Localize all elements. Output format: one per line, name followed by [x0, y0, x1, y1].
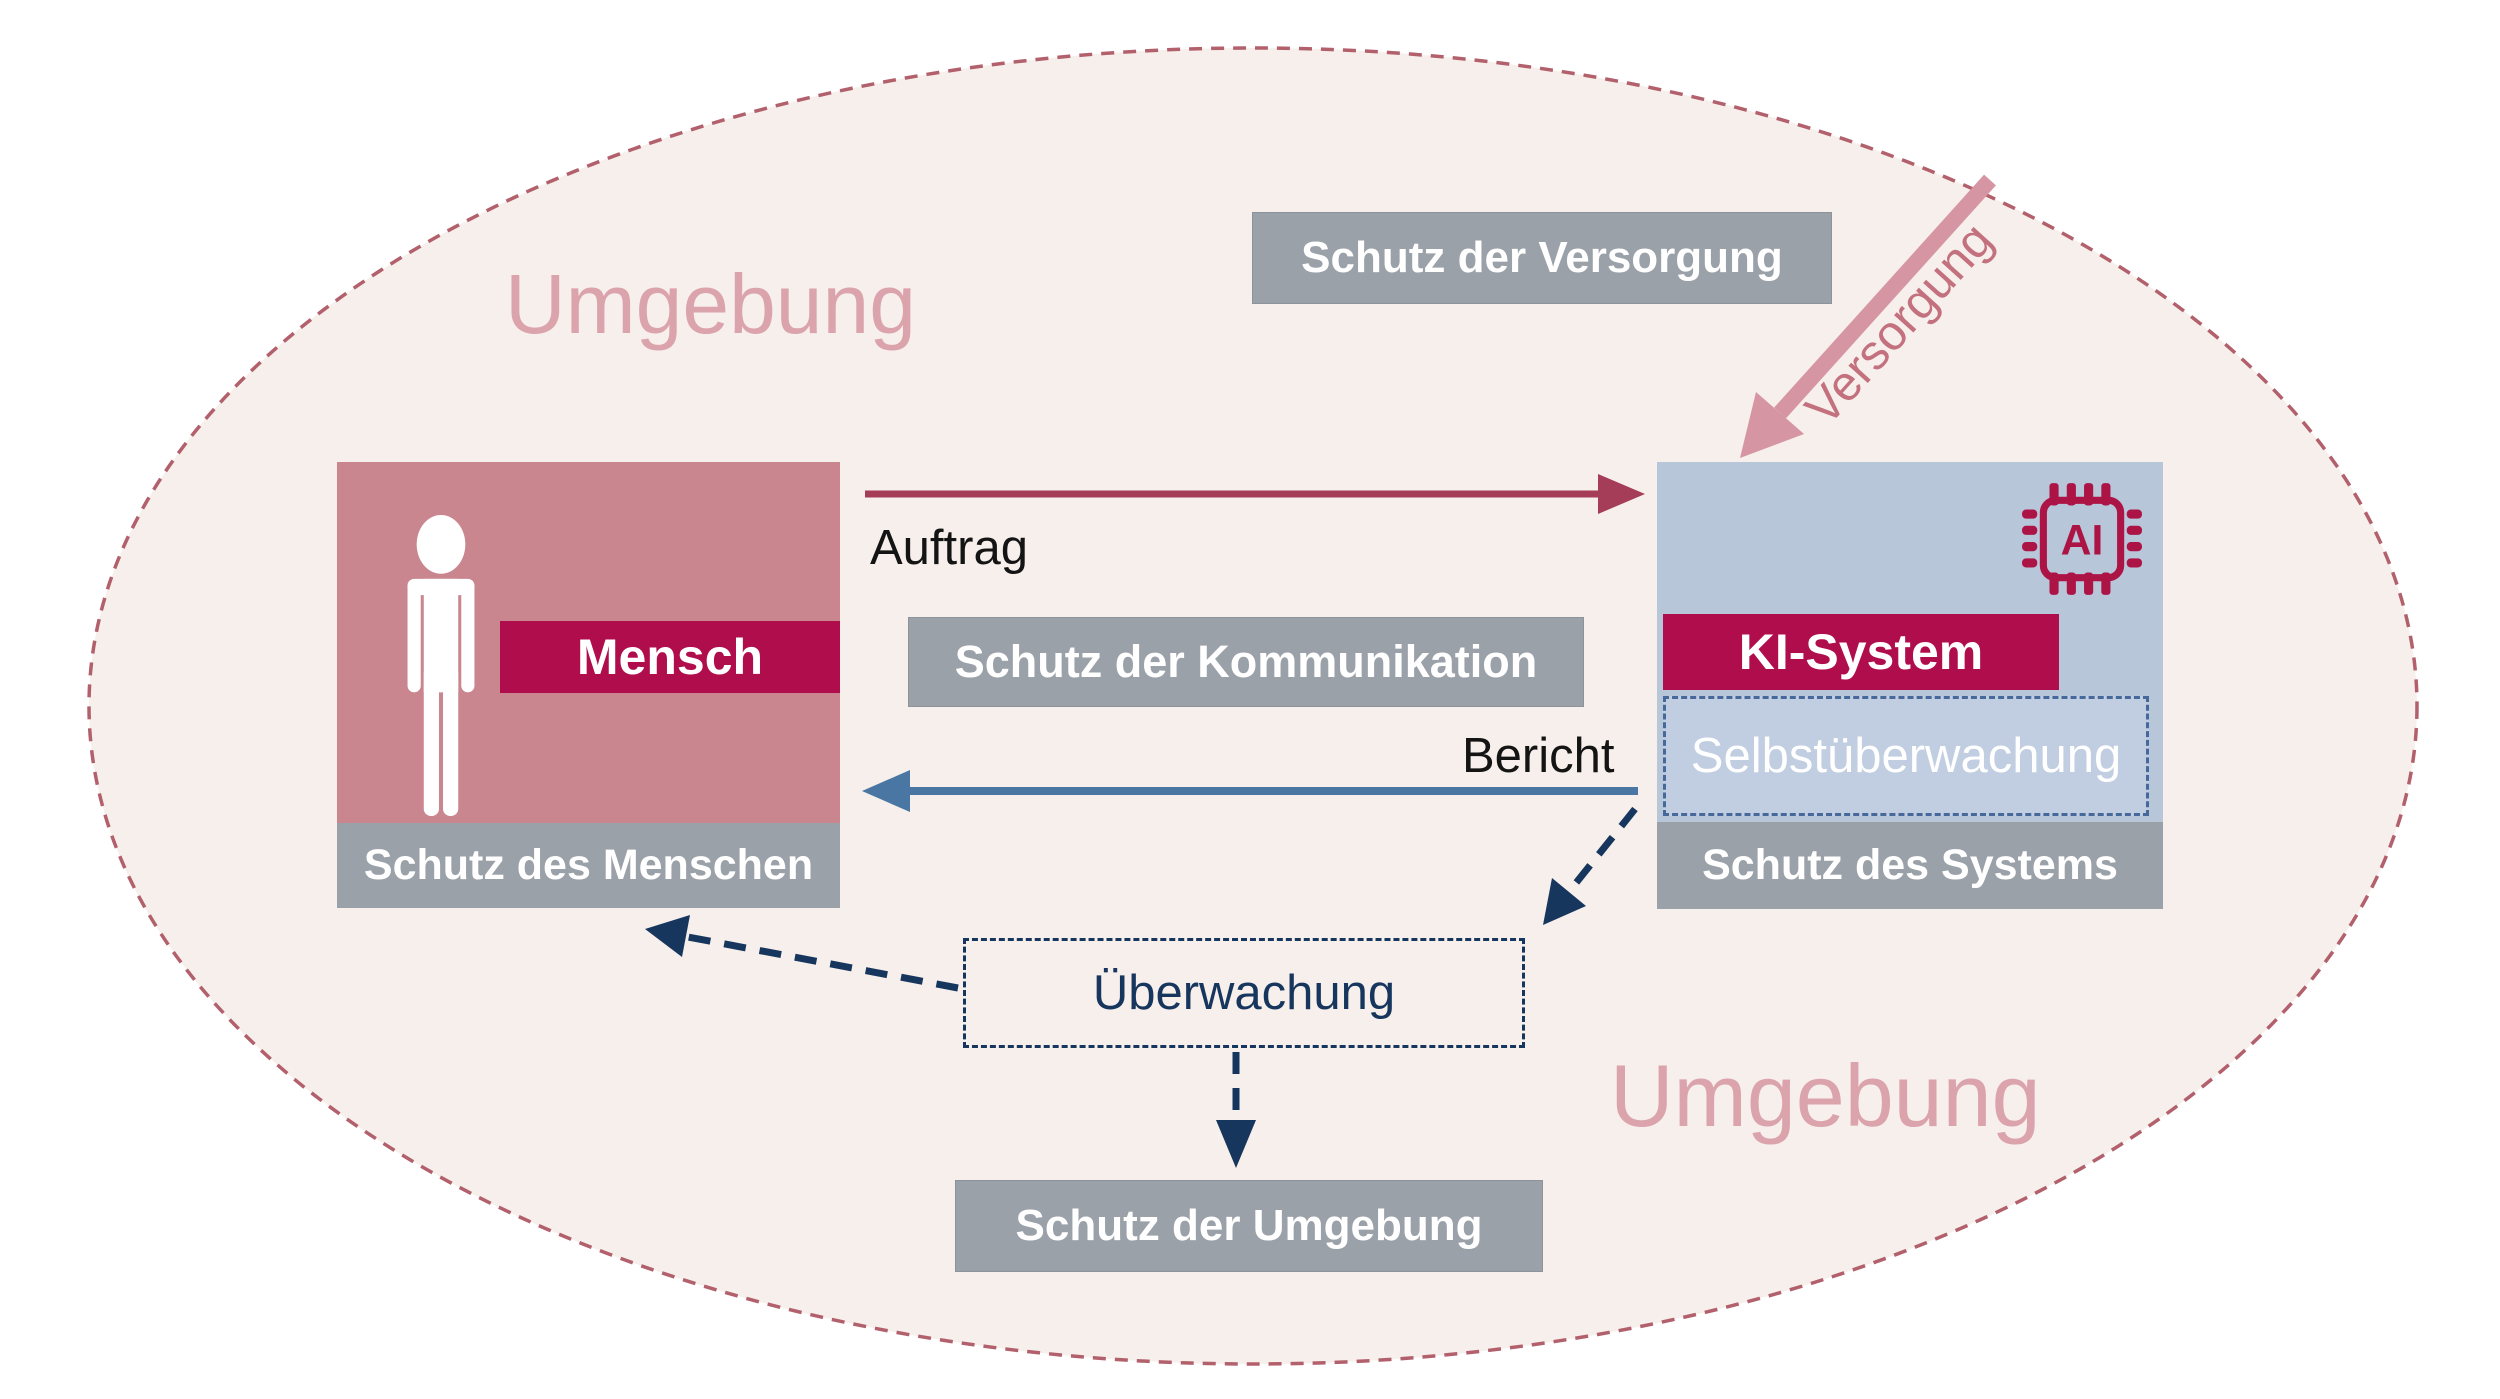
human-box: Mensch Schutz des Menschen — [337, 462, 840, 908]
auftrag-flow-label: Auftrag — [870, 521, 1028, 575]
protection-human-bar: Schutz des Menschen — [337, 823, 840, 908]
ai-chip-text: AI — [2061, 516, 2104, 564]
ai-chip-icon: AI — [2022, 483, 2142, 595]
ai-system-title-banner: KI-System — [1663, 614, 2059, 690]
protection-communication-box: Schutz der Kommunikation — [908, 617, 1584, 707]
bericht-flow-label: Bericht — [1462, 729, 1615, 783]
protection-supply-box: Schutz der Versorgung — [1252, 212, 1832, 304]
bericht-arrow — [862, 770, 1638, 812]
monitoring-arrow-to-human — [645, 915, 959, 992]
environment-label-top-left: Umgebung — [505, 257, 916, 351]
versorgung-arrow — [1740, 174, 1996, 458]
environment-label-bottom-right: Umgebung — [1610, 1046, 2041, 1145]
self-monitoring-box: Selbstüberwachung — [1663, 696, 2149, 816]
ai-system-box: AI KI-System Selbstüberwachung Schutz de… — [1657, 462, 2163, 909]
monitoring-arrow-to-environment — [1216, 1052, 1256, 1168]
auftrag-arrow — [865, 474, 1645, 514]
person-icon — [407, 515, 475, 816]
monitoring-box: Überwachung — [963, 938, 1525, 1048]
protection-environment-box: Schutz der Umgebung — [955, 1180, 1543, 1272]
monitoring-arrow-from-system — [1543, 806, 1638, 925]
protection-system-bar: Schutz des Systems — [1657, 822, 2163, 909]
human-title-banner: Mensch — [500, 621, 840, 693]
